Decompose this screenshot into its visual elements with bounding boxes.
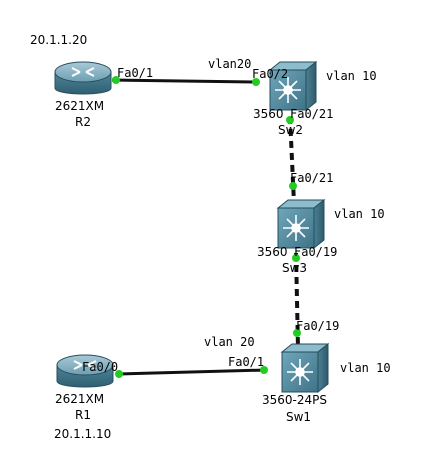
sw2-port-fa021-label: Fa0/21 [290, 107, 333, 121]
r1-port-label: Fa0/0 [82, 360, 118, 374]
sw3-port-fa019-label: Fa0/19 [294, 245, 337, 259]
multilayer-switch-icon [287, 359, 313, 385]
sw2-vlan-label: vlan 10 [326, 69, 377, 83]
router-r1[interactable] [56, 354, 114, 388]
port-status-dot [292, 254, 300, 262]
sw1-port-fa019-label: Fa0/19 [296, 319, 339, 333]
r2-sw2-vlan-label: vlan20 [208, 57, 251, 71]
switch-sw2[interactable] [268, 60, 318, 112]
port-status-dot [286, 116, 294, 124]
link-sw2-sw3[interactable] [288, 116, 296, 204]
sw3-port-fa021-label: Fa0/21 [290, 171, 333, 185]
link-r1-sw1[interactable] [117, 368, 267, 376]
r2-port-label: Fa0/1 [117, 66, 153, 80]
sw1-name-label: Sw1 [286, 410, 311, 424]
link-sw3-sw1[interactable] [294, 252, 300, 349]
link-r2-sw2[interactable] [111, 78, 255, 84]
r2-name-label: R2 [75, 115, 91, 129]
multilayer-switch-icon [275, 77, 301, 103]
switch-sw3[interactable] [276, 198, 326, 250]
sw1-vlan-label: vlan 10 [340, 361, 391, 375]
port-status-dot [293, 329, 301, 337]
r1-model-label: 2621XM [55, 392, 104, 406]
sw2-port-fa02-label: Fa0/2 [252, 67, 288, 81]
sw2-model-label: 3560 [253, 107, 284, 121]
port-status-dot [112, 76, 120, 84]
switch-sw1[interactable] [280, 342, 330, 394]
multilayer-switch-icon [283, 215, 309, 241]
port-status-dot [115, 370, 123, 378]
router-r2[interactable] [54, 61, 112, 95]
port-status-dot [252, 78, 260, 86]
r1-sw1-vlan-label: vlan 20 [204, 335, 255, 349]
r2-ip-label: 20.1.1.20 [30, 33, 87, 47]
sw3-vlan-label: vlan 10 [334, 207, 385, 221]
port-status-dot [289, 182, 297, 190]
router-arrows-icon [71, 67, 95, 77]
sw1-port-fa01-label: Fa0/1 [228, 355, 264, 369]
r1-name-label: R1 [75, 408, 91, 422]
port-status-dot [260, 366, 268, 374]
sw3-name-label: Sw3 [282, 261, 307, 275]
router-arrows-icon [73, 360, 97, 370]
r1-ip-label: 20.1.1.10 [54, 427, 111, 441]
sw2-name-label: Sw2 [278, 123, 303, 137]
sw3-model-label: 3560 [257, 245, 288, 259]
r2-model-label: 2621XM [55, 99, 104, 113]
sw1-model-label: 3560-24PS [262, 393, 327, 407]
